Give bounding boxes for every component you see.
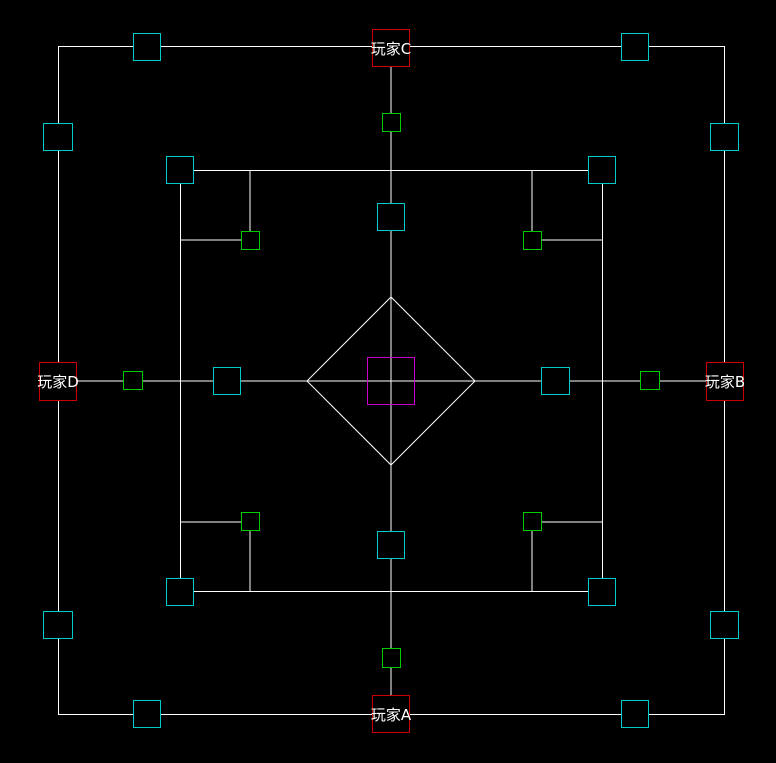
node-cyan[interactable]: [588, 156, 616, 184]
node-cyan[interactable]: [621, 700, 649, 728]
node-cyan[interactable]: [166, 578, 194, 606]
node-green[interactable]: [523, 231, 542, 250]
node-cyan[interactable]: [710, 611, 739, 639]
node-green[interactable]: [640, 371, 660, 390]
node-cyan[interactable]: [43, 611, 73, 639]
player-b-box[interactable]: [706, 362, 744, 401]
player-d-box[interactable]: [39, 362, 77, 401]
node-cyan[interactable]: [213, 367, 241, 395]
node-cyan[interactable]: [588, 578, 616, 606]
cyan-nodes: [43, 33, 739, 728]
player-c-box[interactable]: [372, 29, 410, 67]
green-nodes: [123, 113, 660, 668]
node-green[interactable]: [241, 512, 260, 531]
player-b-node[interactable]: 玩家B: [705, 362, 745, 401]
node-cyan[interactable]: [133, 33, 161, 61]
center-diamond-path: [306, 296, 476, 466]
player-c-label: 玩家C: [371, 40, 411, 58]
node-cyan[interactable]: [133, 700, 161, 728]
player-d-label: 玩家D: [37, 373, 79, 391]
node-cyan[interactable]: [377, 203, 405, 231]
node-green[interactable]: [241, 231, 260, 250]
node-cyan[interactable]: [166, 156, 194, 184]
node-cyan[interactable]: [621, 33, 649, 61]
center-node[interactable]: [367, 357, 415, 405]
node-cyan[interactable]: [377, 531, 405, 559]
node-cyan[interactable]: [43, 123, 73, 151]
node-green[interactable]: [523, 512, 542, 531]
player-c-node[interactable]: 玩家C: [371, 29, 411, 67]
node-cyan[interactable]: [541, 367, 570, 395]
node-cyan[interactable]: [710, 123, 739, 151]
player-a-node[interactable]: 玩家A: [371, 695, 412, 733]
player-a-box[interactable]: [372, 695, 410, 733]
node-green[interactable]: [382, 648, 401, 668]
node-green[interactable]: [123, 371, 143, 390]
node-green[interactable]: [382, 113, 401, 132]
player-d-node[interactable]: 玩家D: [37, 362, 79, 401]
player-a-label: 玩家A: [371, 706, 412, 724]
player-b-label: 玩家B: [705, 373, 745, 391]
